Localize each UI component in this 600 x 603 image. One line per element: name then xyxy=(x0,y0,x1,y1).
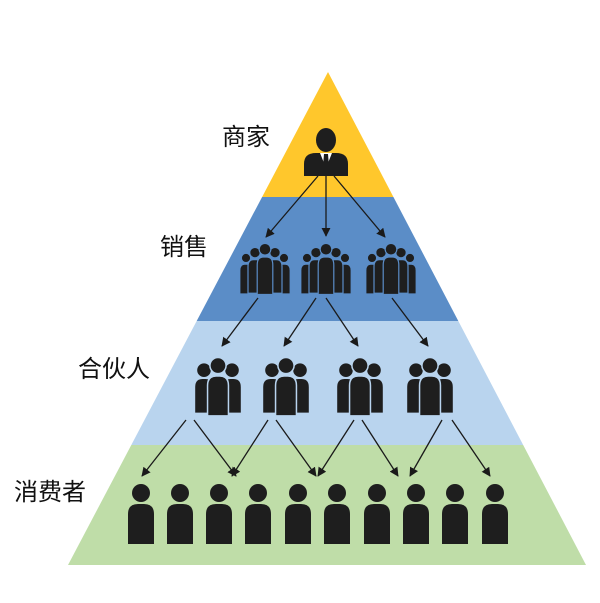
businessman-icon xyxy=(304,128,348,176)
people-group-icon xyxy=(195,356,241,417)
person-icon xyxy=(403,484,429,544)
person-icon xyxy=(364,484,390,544)
person-icon xyxy=(285,484,311,544)
arrow-merchant-to-sales-1 xyxy=(265,175,319,238)
arrow-partner-to-consumer-5 xyxy=(317,419,355,477)
hierarchy-arrows xyxy=(141,175,491,477)
team-group-icon xyxy=(300,242,352,296)
arrow-partner-to-consumer-3 xyxy=(231,419,269,477)
person-icon xyxy=(245,484,271,544)
tier-label-partner: 合伙人 xyxy=(78,355,150,383)
tier-band-merchant xyxy=(68,72,586,197)
person-icon xyxy=(167,484,193,544)
arrow-sales-to-partner-2 xyxy=(283,297,317,347)
arrow-sales-to-partner-3 xyxy=(325,297,359,347)
person-icon xyxy=(482,484,508,544)
team-group-icon xyxy=(239,242,291,296)
arrow-partner-to-consumer-8 xyxy=(451,419,491,477)
arrow-partner-to-consumer-1 xyxy=(141,419,187,477)
person-icon xyxy=(324,484,350,544)
arrow-partner-to-consumer-7 xyxy=(409,419,443,477)
arrow-partner-to-consumer-2 xyxy=(193,419,237,477)
arrow-partner-to-consumer-6 xyxy=(361,419,399,477)
arrow-partner-to-consumer-4 xyxy=(275,419,317,477)
person-icon xyxy=(206,484,232,544)
arrow-sales-to-partner-4 xyxy=(391,297,429,347)
tier-band-sales xyxy=(68,197,586,321)
team-group-icon xyxy=(365,242,417,296)
person-icon xyxy=(442,484,468,544)
people-figures xyxy=(128,128,508,544)
tier-label-merchant: 商家 xyxy=(222,123,270,151)
tier-label-consumer: 消费者 xyxy=(14,478,86,506)
people-group-icon xyxy=(263,356,309,417)
arrow-merchant-to-sales-3 xyxy=(333,175,386,238)
people-group-icon xyxy=(407,356,453,417)
arrow-sales-to-partner-1 xyxy=(221,297,259,347)
tier-label-sales: 销售 xyxy=(160,233,208,261)
person-icon xyxy=(128,484,154,544)
people-group-icon xyxy=(337,356,383,417)
